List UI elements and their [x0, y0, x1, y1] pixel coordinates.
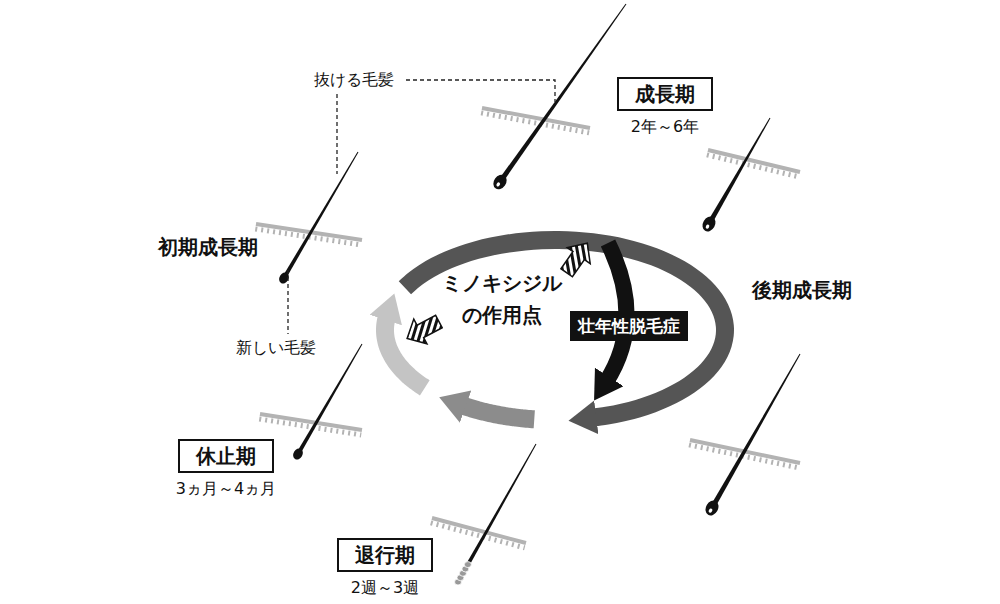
condition-box: 壮年性脱毛症	[570, 311, 688, 341]
phase-name: 壮年性脱毛症	[570, 311, 688, 341]
phase-box: 成長期 2年～6年	[617, 77, 713, 138]
phase-name: 退行期	[337, 538, 433, 572]
hair-strand	[703, 354, 801, 518]
leader-line	[406, 80, 555, 102]
hair-strand	[455, 444, 537, 585]
phase-name: 成長期	[617, 77, 713, 111]
hair-strand	[277, 152, 358, 286]
leader-line	[287, 270, 288, 334]
phase-label: 初期成長期	[158, 234, 258, 261]
leader-line	[336, 94, 337, 174]
phase-box: 休止期 3ヵ月～4ヵ月	[176, 439, 276, 500]
leader-label: 抜ける毛髪	[311, 70, 397, 91]
hatched-arrow	[401, 309, 446, 351]
phase-box: 退行期 2週～3週	[337, 538, 433, 599]
phase-duration: 3ヵ月～4ヵ月	[176, 479, 276, 500]
cycle-arrow	[460, 405, 534, 420]
phase-name: 休止期	[178, 439, 274, 473]
hair-strand	[491, 4, 627, 192]
leader-label: 新しい毛髪	[233, 338, 319, 359]
phase-duration: 2年～6年	[617, 117, 713, 138]
action-point-label: ミノキシジル の作用点	[437, 267, 567, 331]
phase-label: 後期成長期	[752, 277, 852, 304]
phase-duration: 2週～3週	[337, 578, 433, 599]
hair-strand	[291, 344, 362, 462]
scalp-surface	[707, 150, 800, 177]
